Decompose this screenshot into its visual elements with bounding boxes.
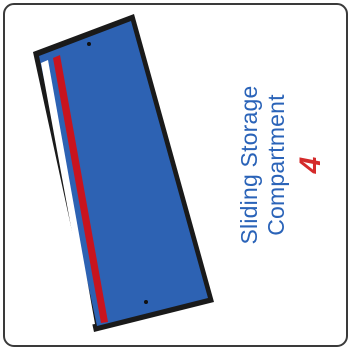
caption-line-1: Sliding Storage	[236, 40, 263, 290]
caption-line-2: Compartment	[263, 40, 290, 290]
panel-rivet-top	[87, 42, 91, 46]
panel-rivet-bottom	[144, 300, 148, 304]
compartment-label: Sliding Storage Compartment 4	[232, 40, 332, 290]
compartment-number: 4	[294, 40, 328, 290]
